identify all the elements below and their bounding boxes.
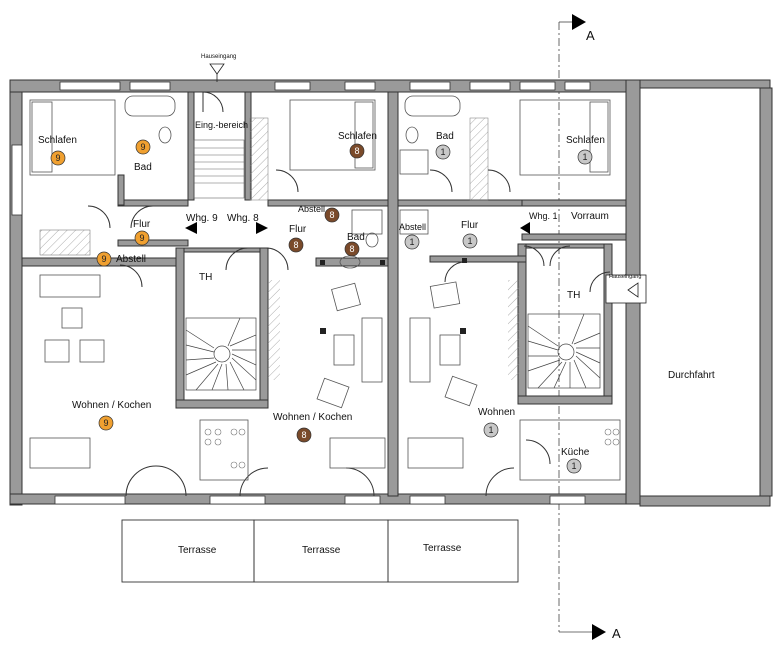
room-label-vorraum: Vorraum bbox=[571, 211, 609, 222]
badge-unit-1: 1 bbox=[435, 144, 451, 160]
stair-right bbox=[527, 313, 601, 389]
badge-unit-1: 1 bbox=[462, 233, 478, 249]
svg-text:8: 8 bbox=[349, 244, 354, 254]
room-label-whg8: Whg. 8 bbox=[227, 213, 259, 224]
room-label-whg1: Whg. 1 bbox=[529, 211, 558, 221]
room-label-bad-9: Bad bbox=[134, 162, 152, 173]
room-label-flur-8: Flur bbox=[289, 224, 307, 235]
svg-text:9: 9 bbox=[140, 142, 145, 152]
badge-unit-8: 8 bbox=[296, 427, 312, 443]
entrance-label-right: Hauseingang bbox=[609, 274, 641, 280]
unit-badges: 9 9 9 9 9 8 8 8 8 8 1 1 1 1 1 1 bbox=[50, 139, 593, 474]
svg-text:1: 1 bbox=[467, 236, 472, 246]
svg-text:1: 1 bbox=[571, 461, 576, 471]
svg-text:1: 1 bbox=[440, 147, 445, 157]
room-label-wohnen-kochen-8: Wohnen / Kochen bbox=[273, 412, 352, 423]
entrance-label-top: Hauseingang bbox=[201, 54, 236, 60]
section-label-top: A bbox=[586, 28, 595, 43]
room-label-terrasse-3: Terrasse bbox=[423, 543, 462, 554]
svg-text:9: 9 bbox=[139, 233, 144, 243]
stair-left bbox=[185, 317, 257, 391]
terraces bbox=[121, 519, 519, 583]
room-label-eingbereich: Eing.-bereich bbox=[195, 120, 248, 130]
room-label-flur-1: Flur bbox=[461, 220, 479, 231]
room-label-wohnen-kochen-9: Wohnen / Kochen bbox=[72, 400, 151, 411]
room-label-schlafen-9: Schlafen bbox=[38, 135, 77, 146]
room-label-wohnen-1: Wohnen bbox=[478, 407, 515, 418]
room-label-abstell-1: Abstell bbox=[399, 222, 426, 232]
svg-text:1: 1 bbox=[409, 237, 414, 247]
svg-text:1: 1 bbox=[488, 425, 493, 435]
room-label-terrasse-1: Terrasse bbox=[178, 545, 217, 556]
svg-text:9: 9 bbox=[103, 418, 108, 428]
entrance-marker-top bbox=[209, 63, 225, 82]
hatch-stair-2 bbox=[469, 117, 489, 201]
hatch-shaft-1 bbox=[268, 280, 280, 380]
svg-text:8: 8 bbox=[301, 430, 306, 440]
furniture bbox=[29, 95, 621, 481]
svg-text:9: 9 bbox=[101, 254, 106, 264]
room-label-abstell-9: Abstell bbox=[116, 254, 146, 265]
badge-unit-8: 8 bbox=[349, 143, 365, 159]
doors bbox=[87, 91, 611, 497]
room-label-abstell-8: Abstell bbox=[298, 204, 325, 214]
room-label-whg9: Whg. 9 bbox=[186, 213, 218, 224]
hatch-shower-9 bbox=[39, 229, 91, 256]
badge-unit-8: 8 bbox=[344, 241, 360, 257]
entrance-marker-right bbox=[605, 274, 647, 304]
room-label-terrasse-2: Terrasse bbox=[302, 545, 341, 556]
hatch-stair-1 bbox=[249, 117, 269, 201]
windows-top bbox=[59, 81, 591, 91]
svg-text:8: 8 bbox=[293, 240, 298, 250]
room-label-kueche-1: Küche bbox=[561, 447, 590, 458]
windows-bottom bbox=[54, 495, 586, 505]
column-markers bbox=[320, 258, 467, 334]
badge-unit-9: 9 bbox=[96, 251, 112, 267]
badge-unit-1: 1 bbox=[404, 234, 420, 250]
badge-unit-9: 9 bbox=[50, 150, 66, 166]
stove-dots bbox=[204, 428, 620, 469]
interior-walls bbox=[21, 91, 627, 497]
badge-unit-9: 9 bbox=[135, 139, 151, 155]
svg-text:9: 9 bbox=[55, 153, 60, 163]
svg-text:8: 8 bbox=[354, 146, 359, 156]
svg-text:1: 1 bbox=[582, 152, 587, 162]
section-line bbox=[558, 14, 606, 640]
badge-unit-1: 1 bbox=[566, 458, 582, 474]
room-label-schlafen-1: Schlafen bbox=[566, 135, 605, 146]
badge-unit-9: 9 bbox=[134, 230, 150, 246]
room-label-schlafen-8: Schlafen bbox=[338, 131, 377, 142]
svg-text:8: 8 bbox=[329, 210, 334, 220]
room-label-flur-9: Flur bbox=[133, 219, 151, 230]
room-label-bad-1: Bad bbox=[436, 131, 454, 142]
badge-unit-1: 1 bbox=[577, 149, 593, 165]
unit-arrows bbox=[185, 222, 530, 234]
badge-unit-1: 1 bbox=[483, 422, 499, 438]
section-label-bottom: A bbox=[612, 626, 621, 641]
room-label-bad-8: Bad bbox=[347, 232, 365, 243]
badge-unit-9: 9 bbox=[98, 415, 114, 431]
entry-stairs bbox=[194, 147, 244, 184]
room-label-th-right: TH bbox=[567, 290, 580, 301]
badge-unit-8: 8 bbox=[288, 237, 304, 253]
room-label-th-left: TH bbox=[199, 272, 212, 283]
window-left bbox=[11, 144, 23, 216]
hatch-shaft-2 bbox=[508, 280, 520, 380]
badge-unit-8: 8 bbox=[324, 207, 340, 223]
room-label-durchfahrt: Durchfahrt bbox=[668, 370, 715, 381]
